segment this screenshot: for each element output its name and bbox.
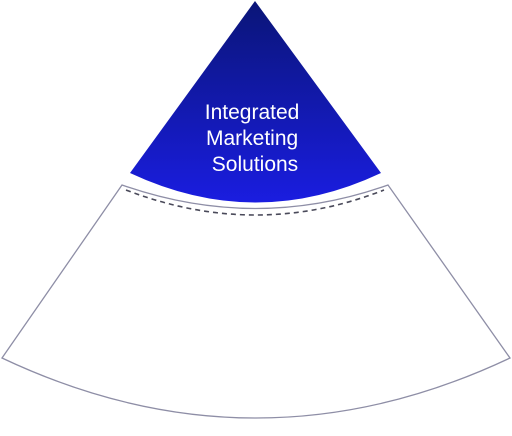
wedge-label: Integrated Marketing Solutions — [205, 101, 305, 176]
dashed-separator-arc — [125, 189, 385, 216]
lower-wedge-band — [1, 184, 511, 419]
wedge-label-line-2: Marketing — [206, 127, 298, 150]
wedge-label-line-3: Solutions — [212, 153, 298, 176]
top-wedge-segment — [130, 1, 381, 203]
wedge-label-line-1: Integrated — [205, 101, 300, 124]
